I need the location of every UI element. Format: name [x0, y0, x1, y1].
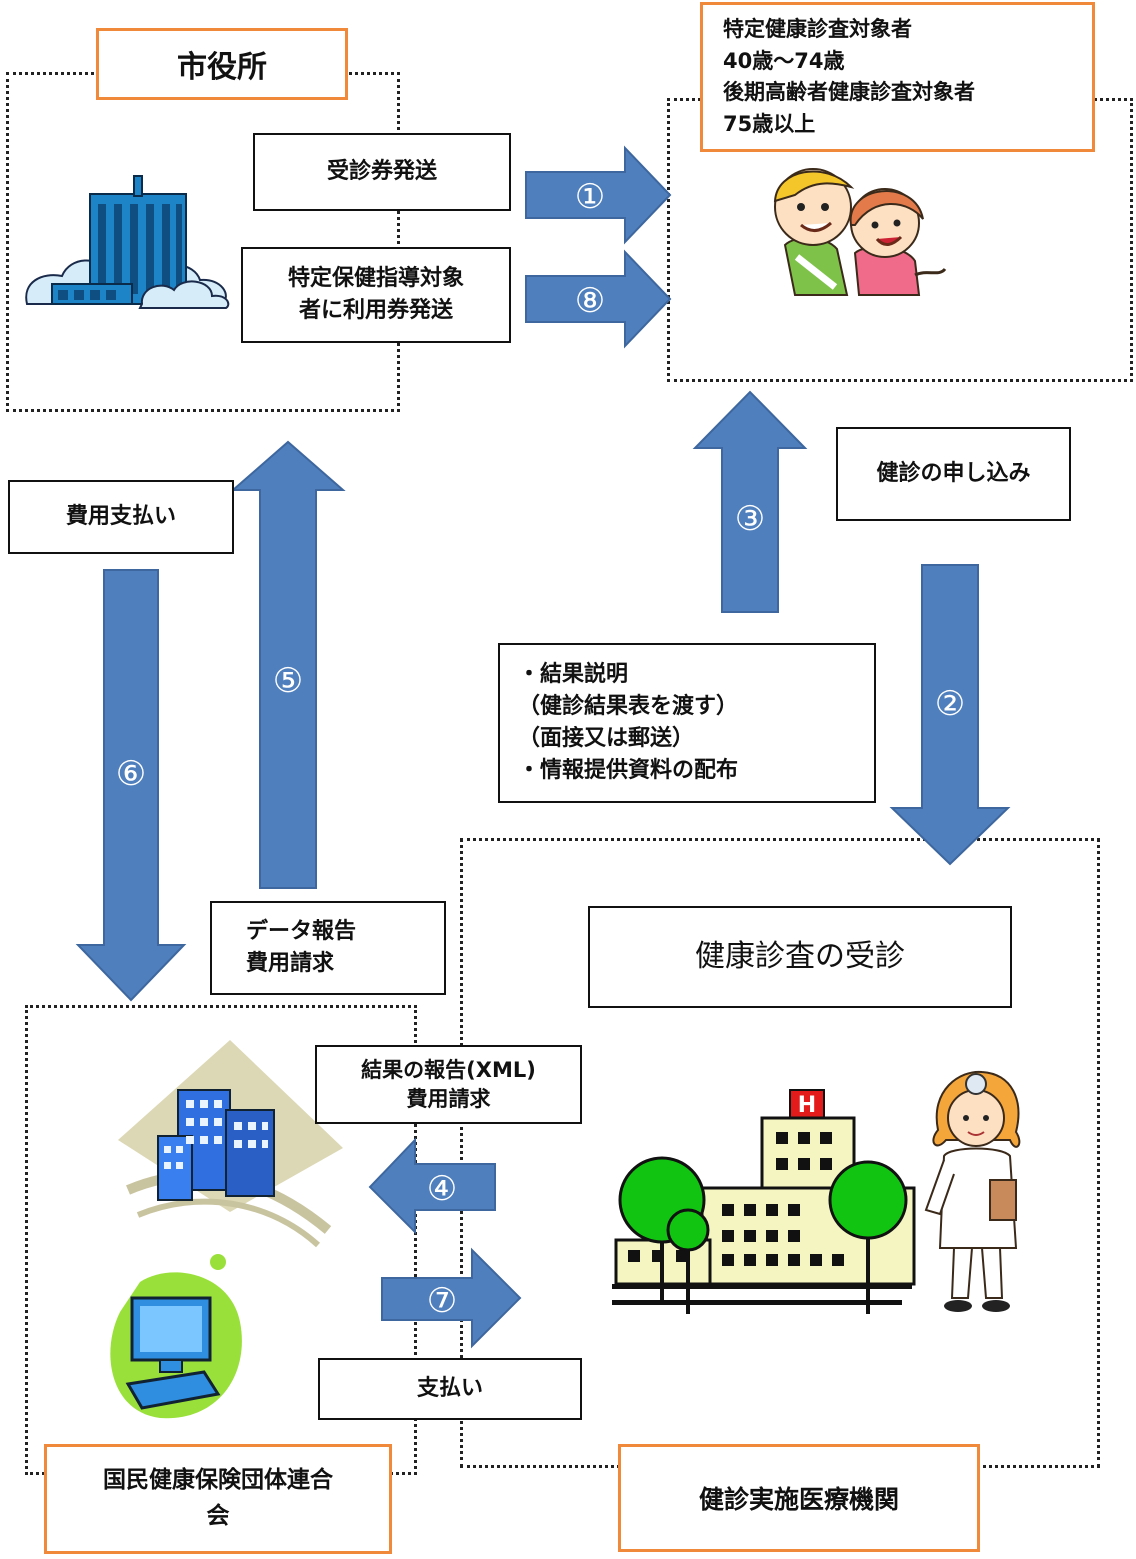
- persons-illustration: [773, 168, 947, 296]
- union-label: 国民健康保険団体連合 会: [44, 1444, 392, 1554]
- target-line-2: 40歳～74歳: [723, 48, 845, 73]
- arrow-7: [381, 1247, 522, 1349]
- send-voucher-box: 受診券発送: [253, 133, 511, 211]
- send-usage-line-1: 特定保健指導対象: [287, 266, 464, 292]
- send-usage-line-2: 者に利用券発送: [298, 298, 453, 323]
- pay-cost-text: 費用支払い: [65, 504, 176, 530]
- clinic-label: 健診実施医療機関: [618, 1444, 980, 1552]
- target-persons-text: 特定健康診査対象者 40歳～74歳 後期高齢者健康診査対象者 75歳以上: [723, 14, 975, 140]
- explain-text: ・結果説明 （健診結果表を渡す） （面接又は郵送） ・情報提供資料の配布: [518, 659, 738, 787]
- target-line-1: 特定健康診査対象者: [723, 17, 912, 41]
- send-usage-voucher-box: 特定保健指導対象 者に利用券発送: [241, 247, 511, 343]
- explain-line-3: （面接又は郵送）: [518, 726, 695, 751]
- exam-box: 健康診査の受診: [588, 906, 1012, 1008]
- arrow-1: [525, 145, 672, 245]
- arrow-5: [230, 440, 346, 889]
- arrow-4: [368, 1137, 496, 1235]
- nurse-illustration: [924, 1070, 1021, 1312]
- city-hall-label: 市役所: [96, 28, 348, 100]
- arrow-5-label: ⑤: [273, 661, 303, 701]
- arrow-8: [525, 249, 672, 349]
- union-line-1: 国民健康保険団体連合: [103, 1467, 333, 1494]
- xml-report-text: 結果の報告(XML) 費用請求: [361, 1056, 536, 1113]
- arrow-3: [692, 390, 808, 613]
- computer-illustration: [110, 1254, 242, 1419]
- explain-line-1: ・結果説明: [518, 662, 629, 688]
- pay-cost-box: 費用支払い: [8, 480, 234, 554]
- city-hall-building-illustration: [25, 175, 230, 309]
- explain-line-4: ・情報提供資料の配布: [518, 757, 739, 783]
- target-line-3: 後期高齢者健康診査対象者: [723, 80, 975, 104]
- explain-line-2: （健診結果表を渡す）: [518, 694, 739, 720]
- arrow-2-label: ②: [935, 684, 965, 724]
- arrow-2: [889, 564, 1011, 866]
- payment-box: 支払い: [318, 1358, 582, 1420]
- arrow-3-label: ③: [735, 499, 765, 539]
- hospital-illustration: H: [612, 1089, 916, 1314]
- xml-report-line-2: 費用請求: [406, 1086, 491, 1111]
- apply-box: 健診の申し込み: [836, 427, 1071, 521]
- xml-report-line-1: 結果の報告(XML): [361, 1058, 536, 1083]
- data-report-line-2: 費用請求: [246, 951, 335, 976]
- send-usage-voucher-text: 特定保健指導対象 者に利用券発送: [288, 263, 464, 327]
- svg-text:H: H: [798, 1093, 816, 1118]
- target-persons-label: 特定健康診査対象者 40歳～74歳 後期高齢者健康診査対象者 75歳以上: [700, 2, 1095, 152]
- data-report-box: データ報告 費用請求: [210, 901, 446, 995]
- exam-text: 健康診査の受診: [695, 939, 905, 975]
- data-report-text: データ報告 費用請求: [246, 916, 356, 980]
- payment-text: 支払い: [416, 1376, 483, 1402]
- arrow-4-label: ④: [427, 1169, 457, 1209]
- arrow-6-label: ⑥: [116, 754, 146, 794]
- explain-box: ・結果説明 （健診結果表を渡す） （面接又は郵送） ・情報提供資料の配布: [498, 643, 876, 803]
- arrow-1-label: ①: [575, 177, 605, 217]
- arrow-8-label: ⑧: [575, 281, 605, 321]
- data-report-line-1: データ報告: [246, 919, 357, 945]
- xml-report-box: 結果の報告(XML) 費用請求: [315, 1045, 582, 1124]
- send-voucher-text: 受診券発送: [326, 159, 437, 185]
- union-line-2: 会: [206, 1503, 230, 1529]
- arrow-7-label: ⑦: [427, 1281, 457, 1321]
- union-text: 国民健康保険団体連合 会: [103, 1463, 333, 1534]
- arrow-6: [75, 569, 187, 1002]
- target-line-4: 75歳以上: [723, 111, 816, 136]
- union-building-illustration: [118, 1040, 343, 1248]
- apply-text: 健診の申し込み: [876, 461, 1031, 487]
